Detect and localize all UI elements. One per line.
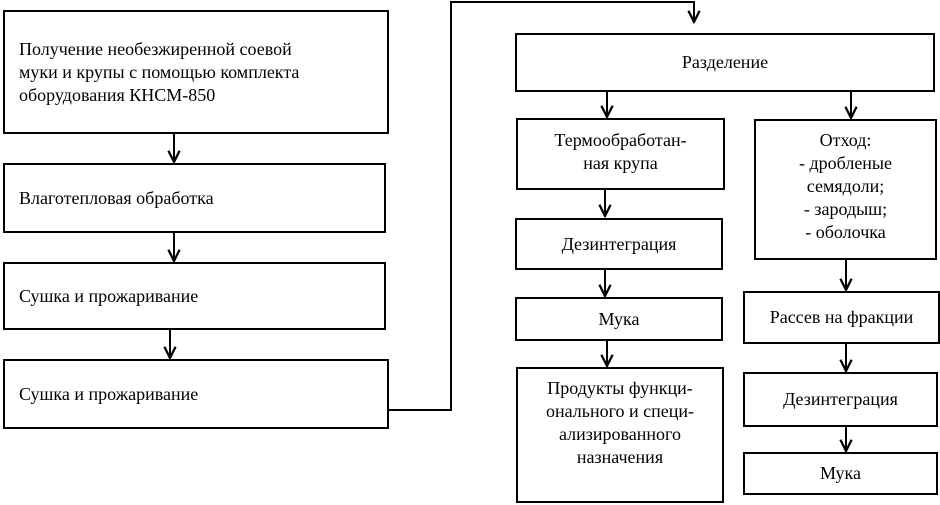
step-functional-products-label: Продукты функци- онального и специ- ализ… <box>545 378 695 467</box>
step-disintegration-middle: Дезинтеграция <box>515 218 723 270</box>
step-functional-products: Продукты функци- онального и специ- ализ… <box>516 367 724 503</box>
step-soy-flour-production-label: Получение необезжиренной соевой муки и к… <box>19 38 300 105</box>
step-disintegration-right: Дезинтеграция <box>743 372 938 427</box>
step-sieving-fractions-label: Рассев на фракции <box>769 307 914 327</box>
step-hydrothermal-treatment: Влаготепловая обработка <box>3 163 386 233</box>
step-drying-roasting-1: Сушка и прожаривание <box>3 262 386 330</box>
step-flour-middle: Мука <box>515 297 723 341</box>
step-waste-label: Отход: - дробленые семядоли; - зародыш; … <box>798 130 893 242</box>
step-disintegration-middle-label: Дезинтеграция <box>561 233 677 254</box>
step-soy-flour-production: Получение необезжиренной соевой муки и к… <box>3 10 389 134</box>
step-hydrothermal-treatment-label: Влаготепловая обработка <box>19 187 214 208</box>
step-drying-roasting-2-label: Сушка и прожаривание <box>19 383 199 404</box>
connector-to-separation <box>389 1 694 411</box>
step-waste: Отход: - дробленые семядоли; - зародыш; … <box>754 119 937 260</box>
step-flour-right-label: Мука <box>819 463 862 483</box>
step-flour-right: Мука <box>743 452 938 495</box>
step-separation-label: Разделение <box>681 52 769 72</box>
step-heat-treated-grits-label: Термообработан- ная крупа <box>554 130 687 173</box>
step-disintegration-right-label: Дезинтеграция <box>783 389 898 409</box>
step-drying-roasting-2: Сушка и прожаривание <box>3 359 389 429</box>
step-heat-treated-grits: Термообработан- ная крупа <box>516 118 725 190</box>
step-separation: Разделение <box>515 33 935 92</box>
step-flour-middle-label: Мука <box>598 308 640 329</box>
step-sieving-fractions: Рассев на фракции <box>743 291 940 344</box>
step-drying-roasting-1-label: Сушка и прожаривание <box>19 285 199 306</box>
